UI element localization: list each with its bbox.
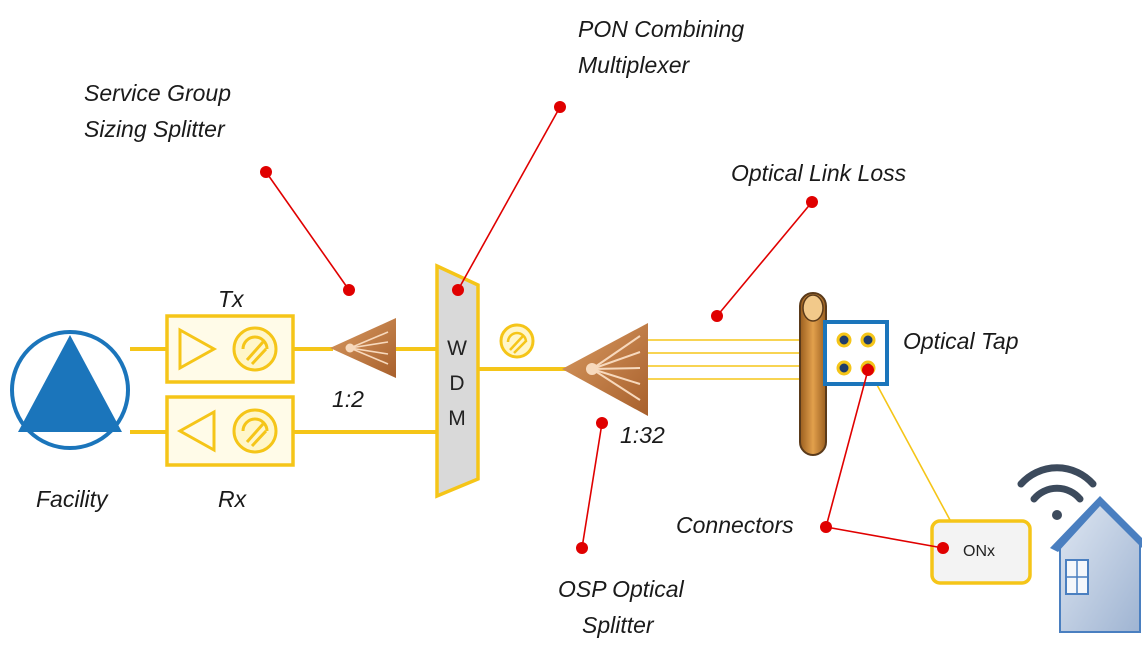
wifi-icon <box>1017 464 1097 520</box>
wdm-letter-m: M <box>448 407 466 430</box>
label-optical-link-loss: Optical Link Loss <box>731 160 907 186</box>
tx-amplifier-icon <box>178 327 218 371</box>
label-ratio-large: 1:32 <box>620 422 665 448</box>
drop-fiber-to-onx <box>875 382 951 521</box>
service-group-splitter-icon <box>330 318 396 378</box>
osp-splitter-icon <box>562 323 648 416</box>
callout-osp-splitter <box>581 422 603 549</box>
callout-service-group <box>265 171 350 291</box>
wdm-letter-w: W <box>447 337 467 360</box>
label-pon-combining-1: PON Combining <box>578 16 745 42</box>
splice-closure <box>799 292 827 456</box>
label-tx: Tx <box>218 286 244 312</box>
label-optical-tap: Optical Tap <box>903 328 1019 354</box>
house-icon <box>1050 496 1142 633</box>
label-osp-1: OSP Optical <box>558 576 684 602</box>
callout-pon-combining <box>457 106 561 291</box>
label-facility: Facility <box>36 486 108 512</box>
callout-connector-onx <box>825 526 944 549</box>
label-service-group-2: Sizing Splitter <box>84 116 225 142</box>
optical-tap-icon <box>823 320 889 386</box>
label-osp-2: Splitter <box>582 612 654 638</box>
callout-connector-tap <box>825 369 869 528</box>
label-rx: Rx <box>218 486 247 512</box>
callout-dots <box>260 101 949 554</box>
wdm-letter-d: D <box>449 372 465 395</box>
label-service-group-1: Service Group <box>84 80 232 106</box>
label-connectors: Connectors <box>676 512 794 538</box>
fiber-lines <box>130 347 568 434</box>
rx-amplifier-icon <box>176 409 216 453</box>
label-pon-combining-2: Multiplexer <box>578 52 690 78</box>
tx-module <box>165 314 295 384</box>
facility-icon <box>10 330 130 450</box>
callout-link-loss <box>716 201 813 317</box>
onx-device <box>930 519 1032 585</box>
label-ratio-small: 1:2 <box>332 386 364 412</box>
drop-fibers <box>645 339 951 521</box>
rx-module <box>165 395 295 467</box>
trunk-laser-icon <box>499 323 535 359</box>
label-onx: ONx <box>963 543 995 560</box>
callouts <box>265 106 944 549</box>
